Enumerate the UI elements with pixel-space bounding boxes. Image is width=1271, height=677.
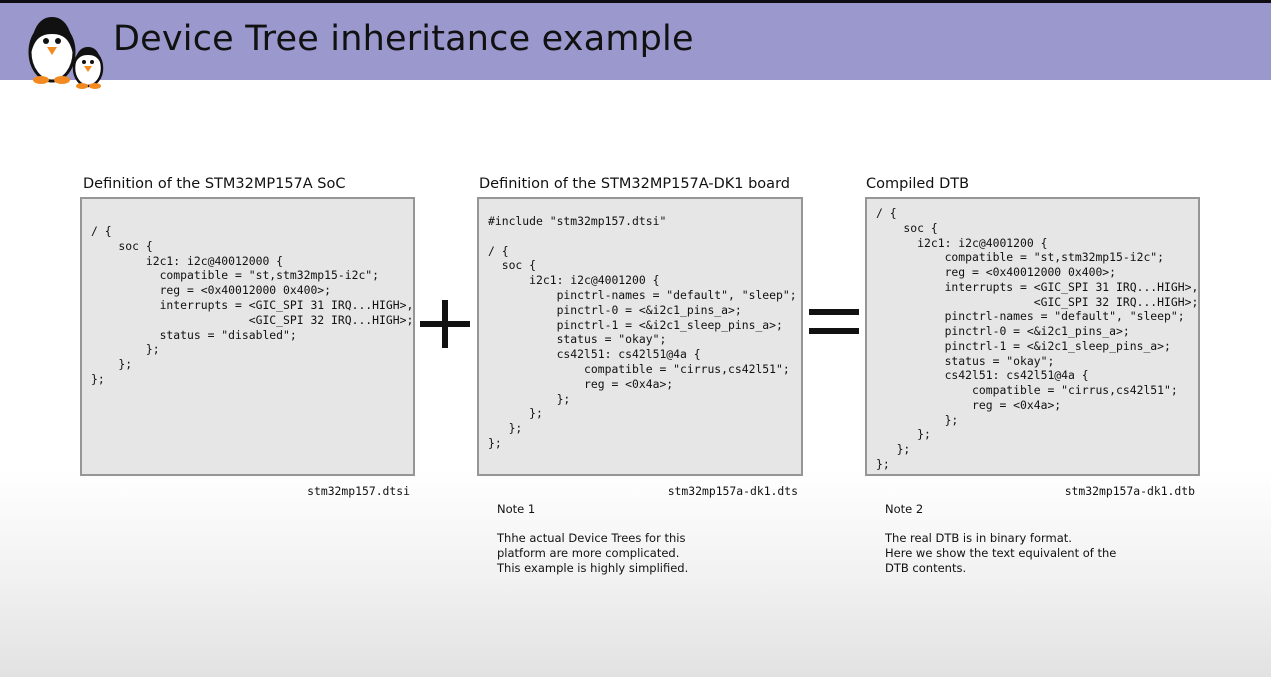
note-1-line: This example is highly simplified. [497, 561, 689, 575]
code-line: }; [876, 456, 890, 471]
code-line: reg = <0x4a>; [876, 397, 1062, 412]
note-2-line: DTB contents. [885, 561, 967, 575]
note-1-line: platform are more complicated. [497, 546, 680, 560]
code-line: compatible = "st,stm32mp15-i2c"; [876, 250, 1165, 265]
code-line: soc { [91, 238, 153, 253]
code-line: interrupts = <GIC_SPI 31 IRQ...HIGH>, [876, 279, 1199, 294]
plus-operator-icon [420, 300, 470, 348]
note-1-title: Note 1 [497, 502, 536, 516]
code-line: status = "disabled"; [91, 327, 297, 342]
code-line: pinctrl-1 = <&i2c1_sleep_pins_a>; [876, 338, 1171, 353]
code-line: cs42l51: cs42l51@4a { [876, 368, 1089, 383]
note-2-line: Here we show the text equivalent of the [885, 546, 1117, 560]
code-line: reg = <0x40012000 0x400>; [91, 283, 332, 298]
code-line: }; [488, 406, 543, 421]
code-line: / { [876, 206, 897, 220]
code-line: / { [488, 243, 509, 258]
code-line: pinctrl-names = "default", "sleep"; [876, 309, 1185, 324]
board-dts-code: #include "stm32mp157.dtsi" / { soc { i2c… [479, 199, 801, 451]
code-line: }; [488, 391, 571, 406]
slide-header-bar [0, 3, 1271, 80]
code-line: }; [488, 421, 523, 436]
penguin-mascots-icon [28, 17, 104, 89]
top-border [0, 0, 1271, 3]
code-line: reg = <0x4a>; [488, 376, 674, 391]
code-line: i2c1: i2c@40012000 { [91, 253, 284, 268]
board-dts-code-box: #include "stm32mp157.dtsi" / { soc { i2c… [477, 197, 803, 476]
code-line: }; [876, 442, 911, 456]
code-line: }; [91, 371, 105, 386]
code-line: compatible = "cirrus,cs42l51"; [488, 361, 790, 376]
soc-dtsi-code-box: / { soc { i2c1: i2c@40012000 { compatibl… [80, 197, 415, 476]
code-line: }; [876, 412, 959, 427]
code-line: pinctrl-0 = <&i2c1_pins_a>; [488, 302, 742, 317]
code-line: soc { [876, 220, 938, 235]
compiled-dtb-filename: stm32mp157a-dk1.dtb [1064, 484, 1195, 498]
compiled-dtb-caption: Compiled DTB [866, 176, 970, 192]
code-line: interrupts = <GIC_SPI 31 IRQ...HIGH>, [91, 297, 414, 312]
code-line: #include "stm32mp157.dtsi" [488, 214, 667, 228]
board-definition-caption: Definition of the STM32MP157A-DK1 board [479, 176, 790, 192]
code-line: compatible = "cirrus,cs42l51"; [876, 383, 1178, 397]
compiled-dtb-code: / { soc { i2c1: i2c@4001200 { compatible… [867, 199, 1198, 472]
compiled-dtb-code-box: / { soc { i2c1: i2c@4001200 { compatible… [865, 197, 1200, 476]
code-line: pinctrl-1 = <&i2c1_sleep_pins_a>; [488, 317, 783, 332]
code-line: }; [876, 427, 931, 442]
code-line: }; [91, 342, 160, 357]
board-dts-filename: stm32mp157a-dk1.dts [667, 484, 798, 498]
code-line: }; [91, 357, 133, 372]
note-2-title: Note 2 [885, 502, 924, 516]
code-line: i2c1: i2c@4001200 { [876, 235, 1048, 250]
soc-definition-caption: Definition of the STM32MP157A SoC [83, 176, 346, 192]
note-2: Note 2 The real DTB is in binary format.… [885, 502, 1116, 576]
soc-dtsi-filename: stm32mp157.dtsi [307, 484, 410, 498]
code-line: status = "okay"; [876, 353, 1055, 368]
note-1-line: Thhe actual Device Trees for this [497, 531, 686, 545]
code-line: cs42l51: cs42l51@4a { [488, 347, 701, 362]
note-1: Note 1 Thhe actual Device Trees for this… [497, 502, 688, 576]
code-line: pinctrl-0 = <&i2c1_pins_a>; [876, 324, 1130, 338]
note-2-line: The real DTB is in binary format. [885, 531, 1072, 545]
code-line: <GIC_SPI 32 IRQ...HIGH>; [876, 294, 1199, 309]
code-line: }; [488, 435, 502, 450]
code-line: <GIC_SPI 32 IRQ...HIGH>; [91, 312, 414, 327]
slide-title: Device Tree inheritance example [113, 19, 694, 59]
code-line: status = "okay"; [488, 332, 667, 347]
code-line: reg = <0x40012000 0x400>; [876, 265, 1117, 279]
code-line: compatible = "st,stm32mp15-i2c"; [91, 268, 380, 283]
code-line: / { [91, 224, 112, 238]
equals-operator-icon [809, 309, 859, 334]
code-line: pinctrl-names = "default", "sleep"; [488, 287, 797, 302]
soc-dtsi-code: / { soc { i2c1: i2c@40012000 { compatibl… [82, 199, 413, 387]
code-line: soc { [488, 258, 537, 273]
code-line: i2c1: i2c@4001200 { [488, 273, 660, 288]
